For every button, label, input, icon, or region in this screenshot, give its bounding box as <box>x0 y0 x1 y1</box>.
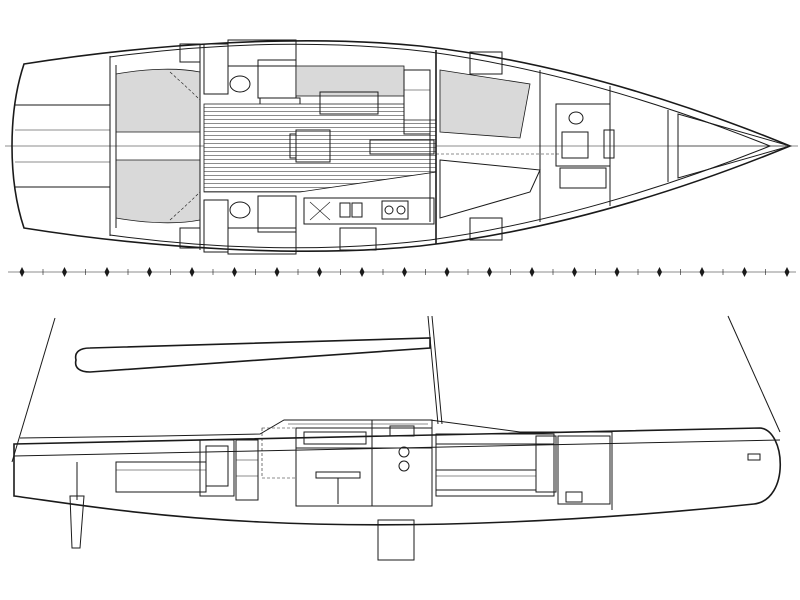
stove-knob-2 <box>398 460 410 472</box>
head-vanity-starboard <box>227 227 297 255</box>
stove-burner-1 <box>384 205 394 215</box>
station-marker <box>784 267 790 277</box>
fwd-head-fixture <box>603 129 615 159</box>
wet-locker-starboard <box>257 195 297 233</box>
aft-locker-1 <box>179 43 201 63</box>
aft-head-profile <box>199 439 235 497</box>
backstay <box>11 317 56 463</box>
saloon-window <box>303 431 367 445</box>
settee-port <box>295 65 405 97</box>
station-marker <box>317 267 322 277</box>
hull-outline-plan <box>11 40 793 252</box>
station-marker <box>189 267 195 277</box>
station-marker <box>657 267 662 277</box>
saloon-profile <box>295 427 433 507</box>
station-marker <box>614 267 620 277</box>
fwd-locker-1 <box>469 51 503 75</box>
galley-counter <box>303 197 435 225</box>
galley-x-2 <box>309 201 331 221</box>
fwd-locker-2 <box>469 217 503 241</box>
station-marker <box>444 267 450 277</box>
nav-desk-profile <box>261 427 297 479</box>
mast-front <box>427 315 439 425</box>
station-marker <box>19 267 25 277</box>
aft-berth-profile <box>115 461 207 493</box>
station-marker <box>359 267 365 277</box>
boom <box>74 337 431 373</box>
head-port <box>203 43 229 95</box>
head-vanity-port <box>227 39 297 67</box>
aft-locker-2 <box>179 227 201 249</box>
fwd-basin <box>568 111 584 125</box>
stove-burner-2 <box>396 205 406 215</box>
v-berth-starboard <box>439 159 541 219</box>
station-marker <box>699 267 705 277</box>
toilet-starboard <box>229 201 251 219</box>
rudder <box>69 495 85 549</box>
aft-berth-port <box>115 68 201 133</box>
settee-port-cushion <box>319 91 379 115</box>
station-marker <box>572 267 577 277</box>
station-marker <box>742 267 747 277</box>
saloon-sole <box>203 103 437 193</box>
fwd-toilet <box>561 131 589 159</box>
station-ticks <box>19 267 790 277</box>
fwd-locker-profile <box>535 435 557 493</box>
v-berth-port <box>439 69 531 139</box>
station-marker <box>104 267 110 277</box>
fwd-berth-profile <box>435 469 537 491</box>
saloon-table-leaf <box>289 133 297 159</box>
fwd-toilet-profile <box>565 491 583 503</box>
fwd-head-profile <box>557 435 611 505</box>
profile-view <box>11 315 782 561</box>
toilet-port <box>229 75 251 93</box>
stove <box>381 200 409 220</box>
stove-knob-1 <box>398 446 410 458</box>
bow-fitting <box>747 453 761 461</box>
saloon-counter <box>369 139 435 155</box>
mast-back <box>431 315 443 425</box>
station-marker <box>529 267 535 277</box>
hull-outline-profile <box>13 427 782 526</box>
cockpit-coaming <box>19 435 161 439</box>
galley-unit-profile <box>371 419 433 507</box>
station-line <box>8 267 796 277</box>
station-marker <box>274 267 280 277</box>
plan-view <box>5 39 798 255</box>
forestay <box>727 315 781 433</box>
station-marker <box>62 267 67 277</box>
station-marker <box>147 267 152 277</box>
sink-2 <box>351 202 363 218</box>
head-starboard <box>203 199 229 253</box>
galley-locker <box>339 227 377 251</box>
mast-step <box>403 69 431 135</box>
fwd-locker-3 <box>559 167 607 189</box>
aft-berth-starboard <box>115 159 201 224</box>
keel <box>377 519 415 561</box>
aft-head-door <box>205 445 229 487</box>
sink-1 <box>339 202 351 218</box>
saloon-table-profile <box>315 471 361 479</box>
galley-hatch <box>389 425 415 437</box>
fwd-cabin-profile <box>435 433 555 497</box>
station-marker <box>402 267 407 277</box>
station-marker <box>232 267 237 277</box>
deckhouse <box>159 419 612 437</box>
companionway <box>235 439 259 501</box>
fwd-head <box>555 103 611 167</box>
station-marker <box>487 267 492 277</box>
